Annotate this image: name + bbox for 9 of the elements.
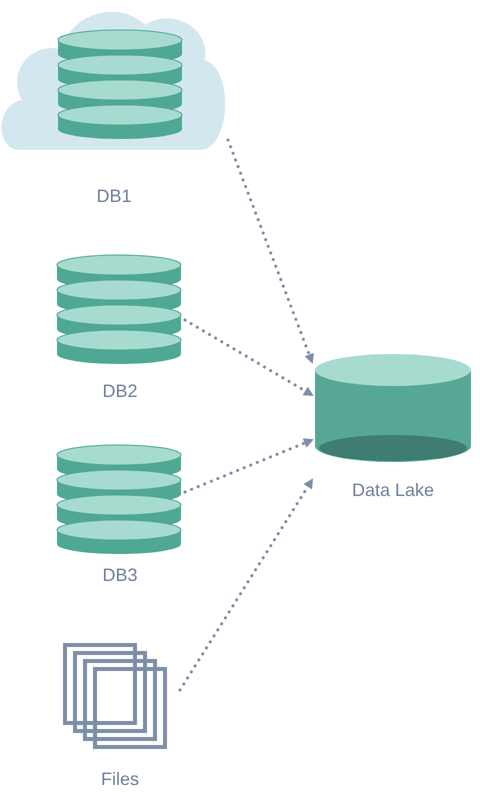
node-label: Files — [100, 769, 139, 790]
dotted-arrow — [178, 478, 314, 692]
node-label: DB2 — [102, 381, 138, 402]
dotted-arrow — [184, 318, 314, 396]
node-label: Data Lake — [352, 480, 434, 501]
node-label: DB3 — [102, 565, 138, 586]
dotted-arrow — [184, 438, 314, 494]
node-label: DB1 — [96, 186, 132, 207]
dotted-arrow — [226, 138, 314, 364]
